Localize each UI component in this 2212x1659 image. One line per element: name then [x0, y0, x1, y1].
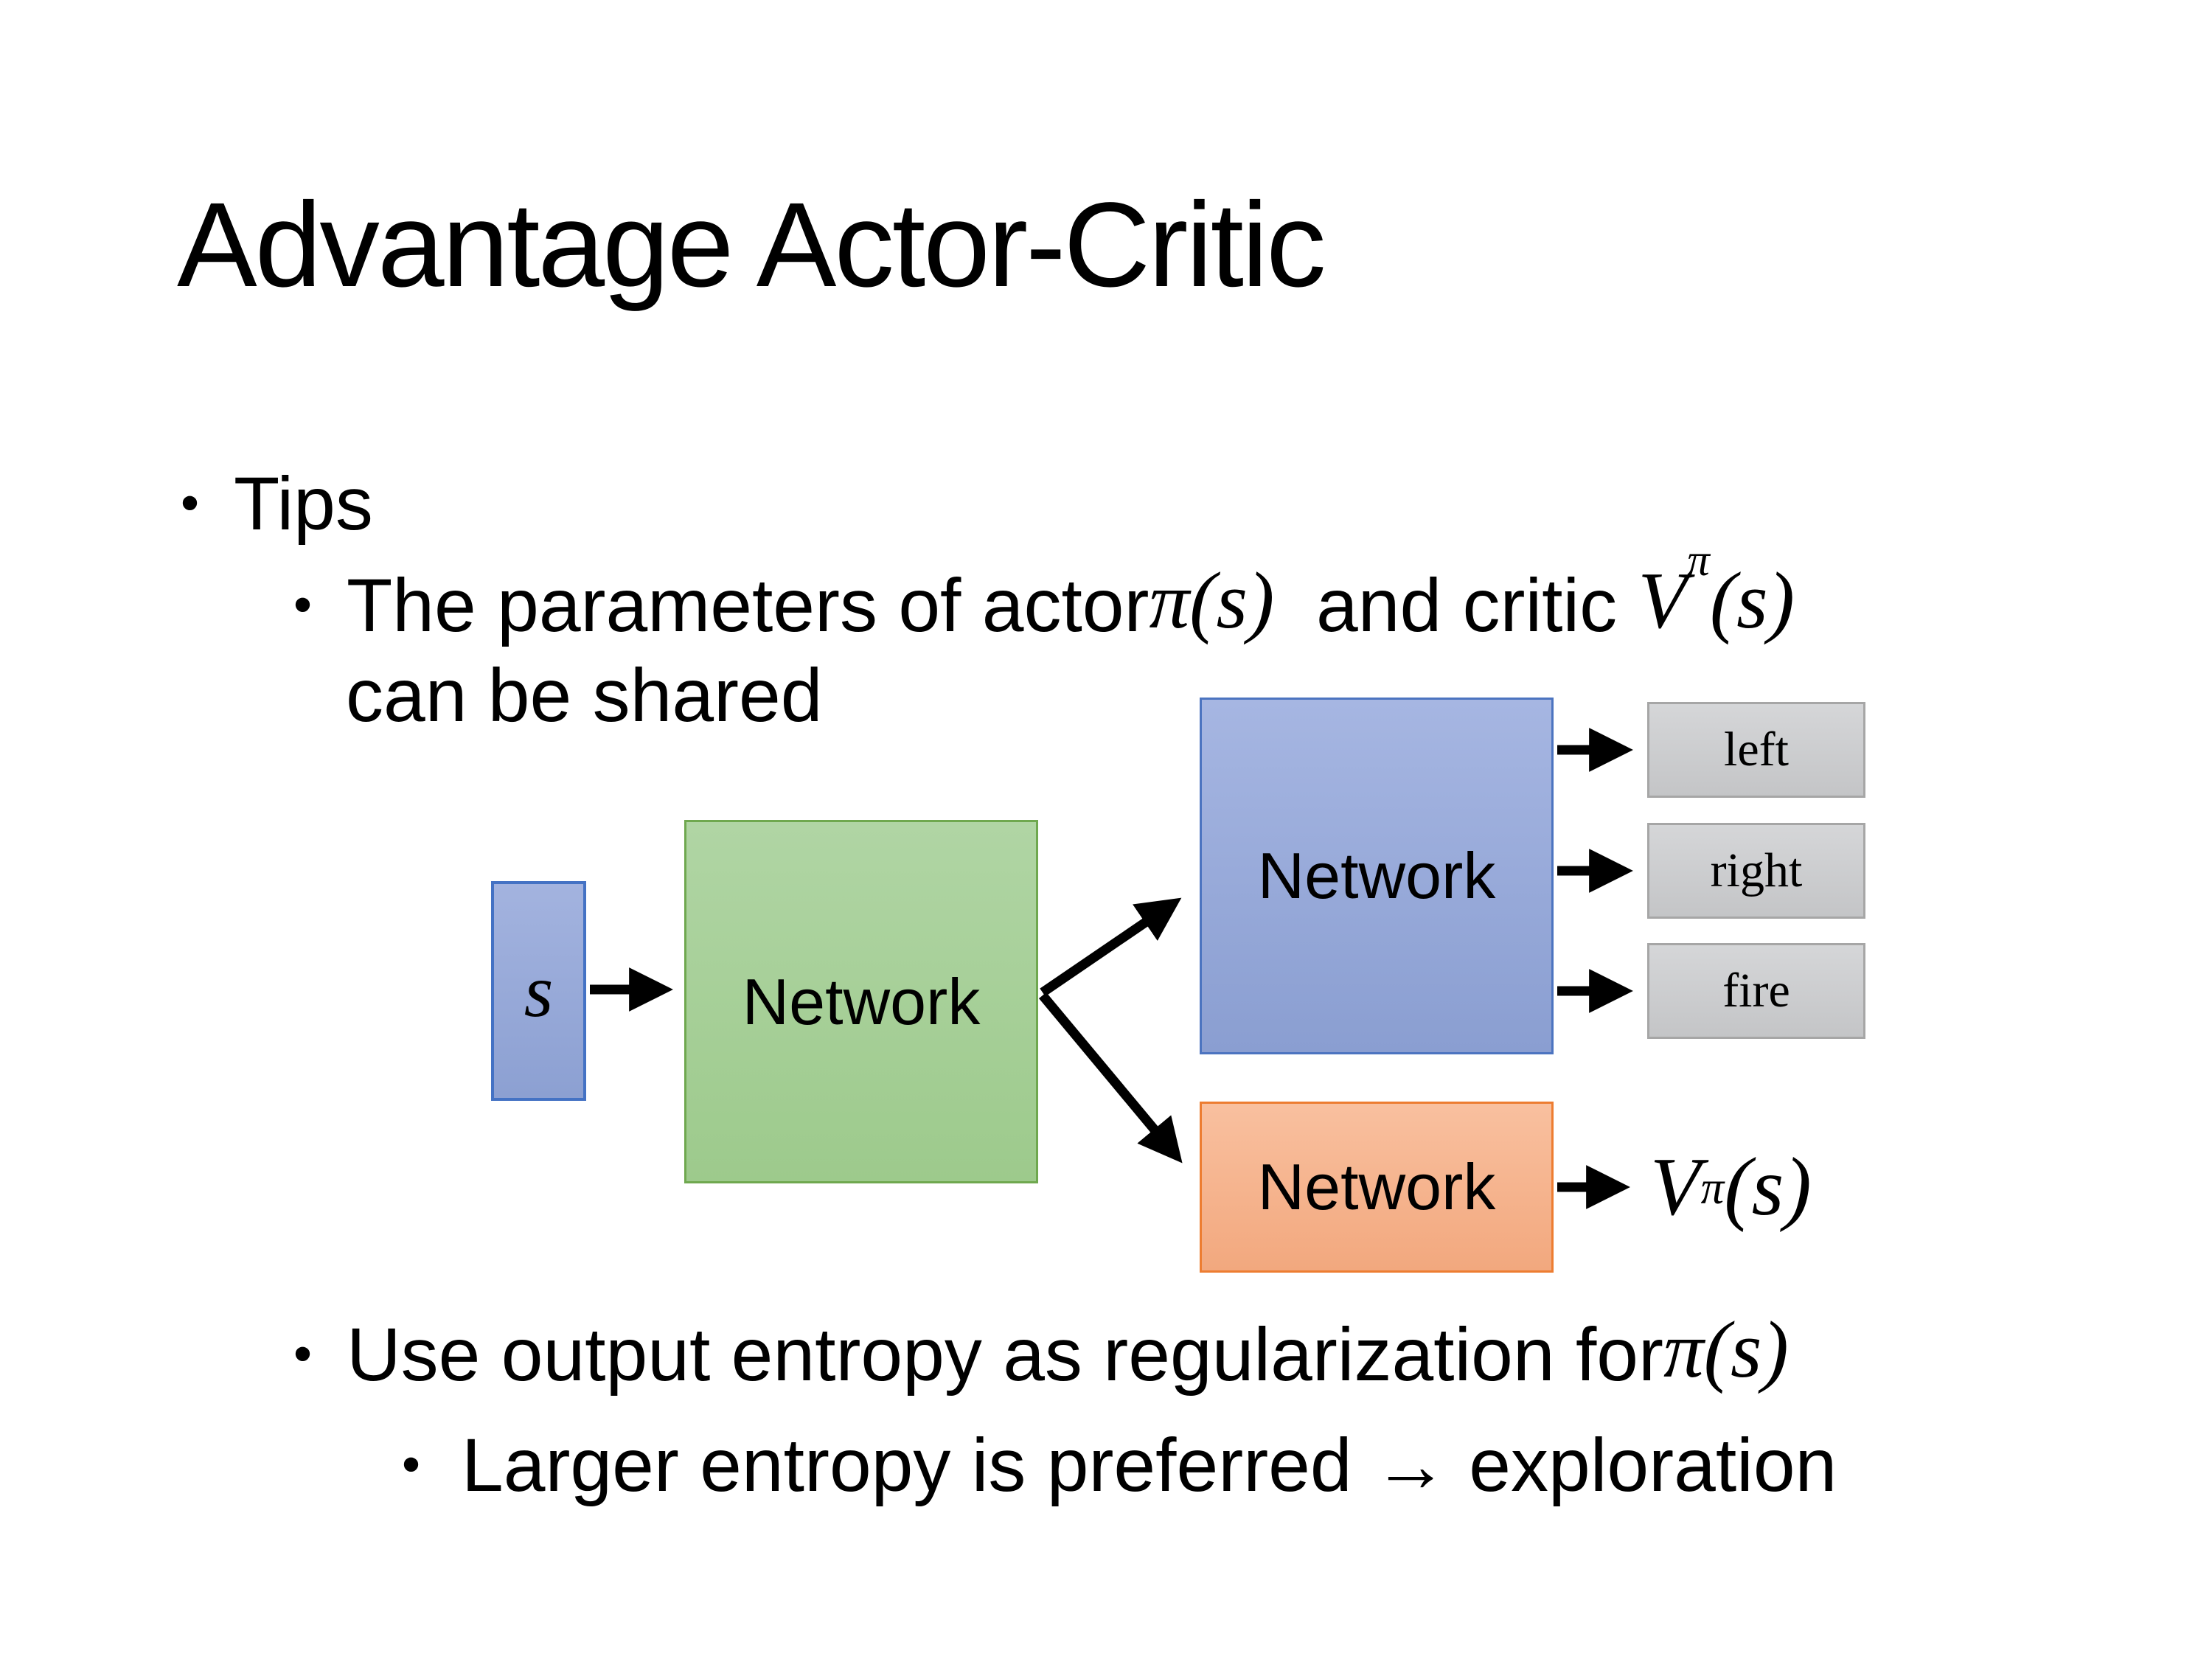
action-box-right: right [1647, 823, 1865, 919]
entropy-policy-math: π(s) [1663, 1305, 1789, 1394]
action-fire-label: fire [1722, 964, 1790, 1018]
actor-policy-math: π(s) [1149, 556, 1275, 645]
bullet-glyph: • [402, 1435, 420, 1494]
bullet-glyph: • [181, 473, 199, 532]
critic-network-label: Network [1257, 1150, 1496, 1223]
shared-network-label: Network [742, 964, 981, 1038]
arrow-shared-to-actor [1040, 897, 1182, 997]
shared-network-box: Network [684, 820, 1038, 1183]
parameters-text-mid: and critic [1274, 563, 1638, 647]
critic-value-math-base: V [1638, 556, 1688, 645]
entropy-text-prefix: Use output entropy as regularization for [347, 1312, 1663, 1397]
page-title: Advantage Actor-Critic [177, 177, 1326, 312]
action-box-fire: fire [1647, 943, 1865, 1039]
critic-network-box: Network [1200, 1102, 1554, 1273]
bullet-entropy: • Use output entropy as regularization f… [293, 1310, 1789, 1399]
bullet-glyph: • [293, 575, 312, 634]
action-right-label: right [1710, 844, 1803, 897]
value-math-base: V [1650, 1141, 1701, 1234]
parameters-text-prefix: The parameters of actor [347, 563, 1150, 647]
actor-network-box: Network [1200, 698, 1554, 1054]
state-label: s [524, 949, 554, 1033]
bullet-parameters-line1: • The parameters of actor π(s) and criti… [293, 538, 1795, 650]
bullet-exploration: • Larger entropy is preferred → explorat… [402, 1420, 1837, 1510]
critic-value-math-args: (s) [1709, 556, 1795, 645]
parameters-text-line2: can be shared [346, 653, 823, 737]
bullet-glyph: • [293, 1324, 312, 1383]
tips-label: Tips [234, 462, 373, 546]
arrow-shared-to-critic [1039, 992, 1183, 1164]
action-box-left: left [1647, 702, 1865, 798]
actor-network-label: Network [1257, 839, 1496, 912]
bullet-tips: • Tips [181, 459, 373, 549]
state-input-box: s [491, 881, 586, 1101]
value-math-args: (s) [1724, 1141, 1812, 1234]
bullet-parameters-line2: can be shared [346, 650, 822, 740]
action-left-label: left [1724, 723, 1789, 776]
exploration-text: Larger entropy is preferred → exploratio… [462, 1423, 1837, 1507]
